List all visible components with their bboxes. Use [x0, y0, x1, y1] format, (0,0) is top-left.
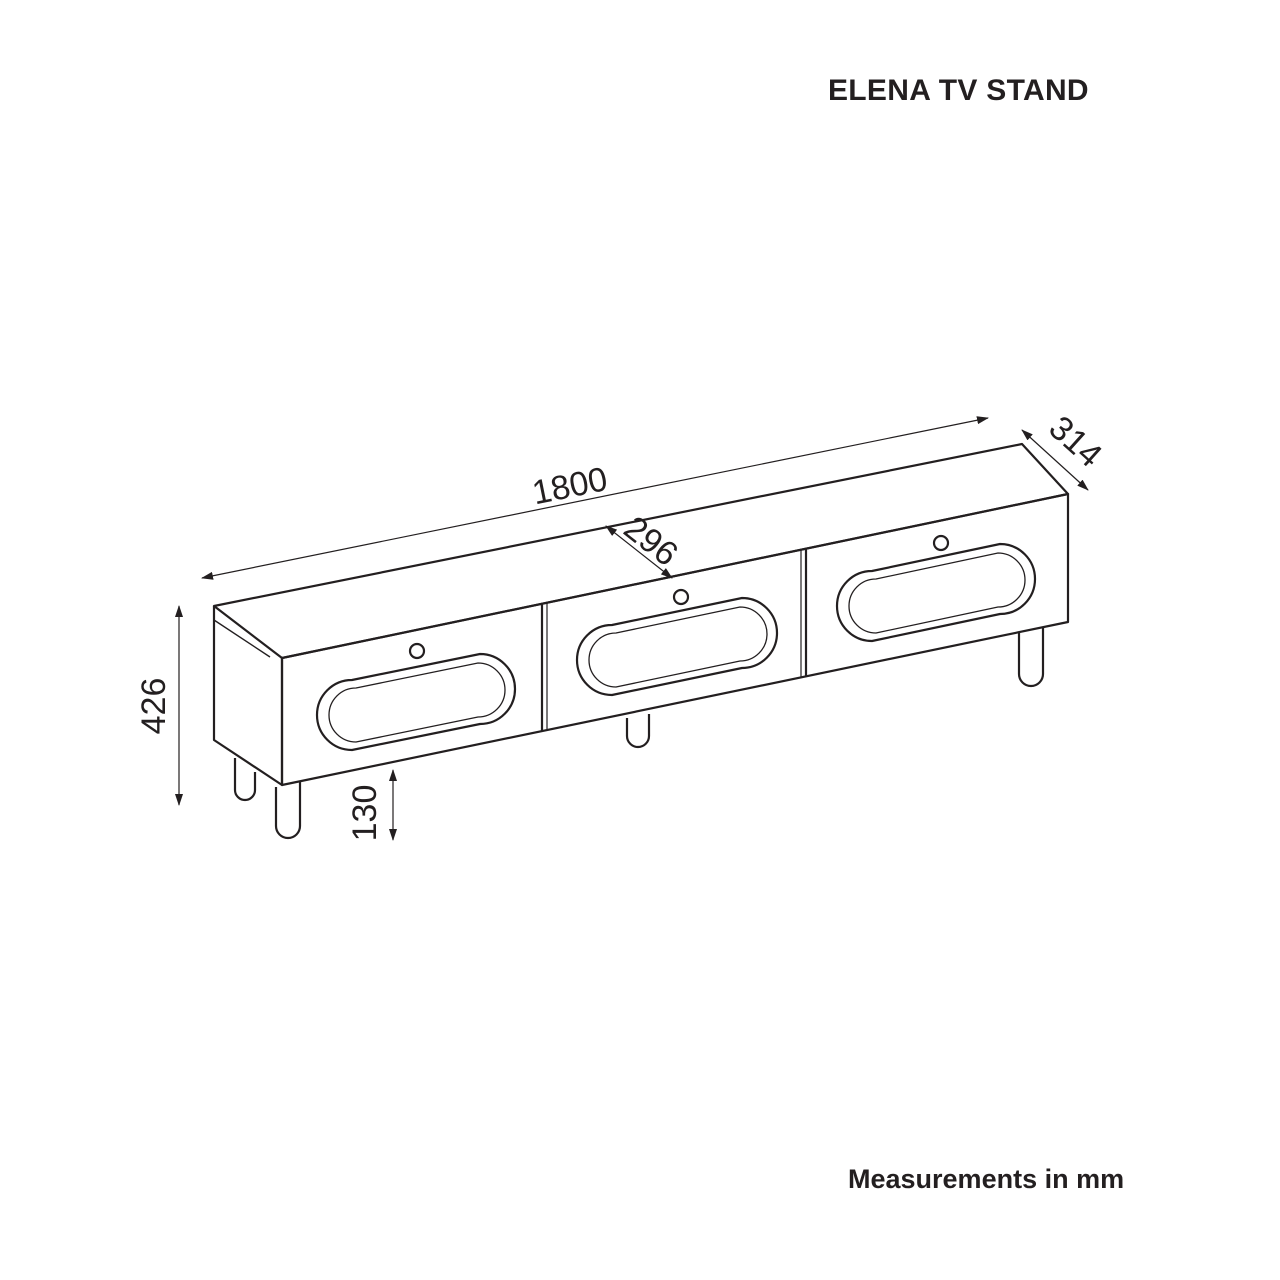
door-left-knob [408, 642, 426, 660]
door-right-knob [932, 534, 950, 552]
door-middle-oval [575, 596, 779, 697]
door-left-oval [315, 652, 517, 752]
door-right-oval [835, 542, 1037, 643]
product-title: ELENA TV STAND [828, 74, 1089, 107]
dim-line-width [201, 416, 989, 580]
dim-label-height: 426 [135, 678, 173, 735]
measurement-units-note: Measurements in mm [848, 1164, 1125, 1194]
dim-label-width: 1800 [529, 460, 611, 512]
tv-stand-outline [212, 442, 1070, 840]
door-middle-knob [672, 588, 690, 606]
leg-middle [625, 714, 651, 749]
dim-label-depth: 314 [1042, 409, 1110, 475]
dim-label-leg-height: 130 [346, 785, 384, 842]
leg-right [1017, 628, 1045, 688]
leg-back-left [233, 758, 257, 802]
stand-left-side-inner-edge [213, 619, 271, 658]
dimension-lines [175, 416, 1089, 841]
leg-front-left [274, 782, 302, 840]
dim-line-inner-depth [605, 525, 673, 579]
dim-line-depth [1021, 429, 1089, 491]
dim-label-inner-depth: 296 [617, 509, 685, 574]
